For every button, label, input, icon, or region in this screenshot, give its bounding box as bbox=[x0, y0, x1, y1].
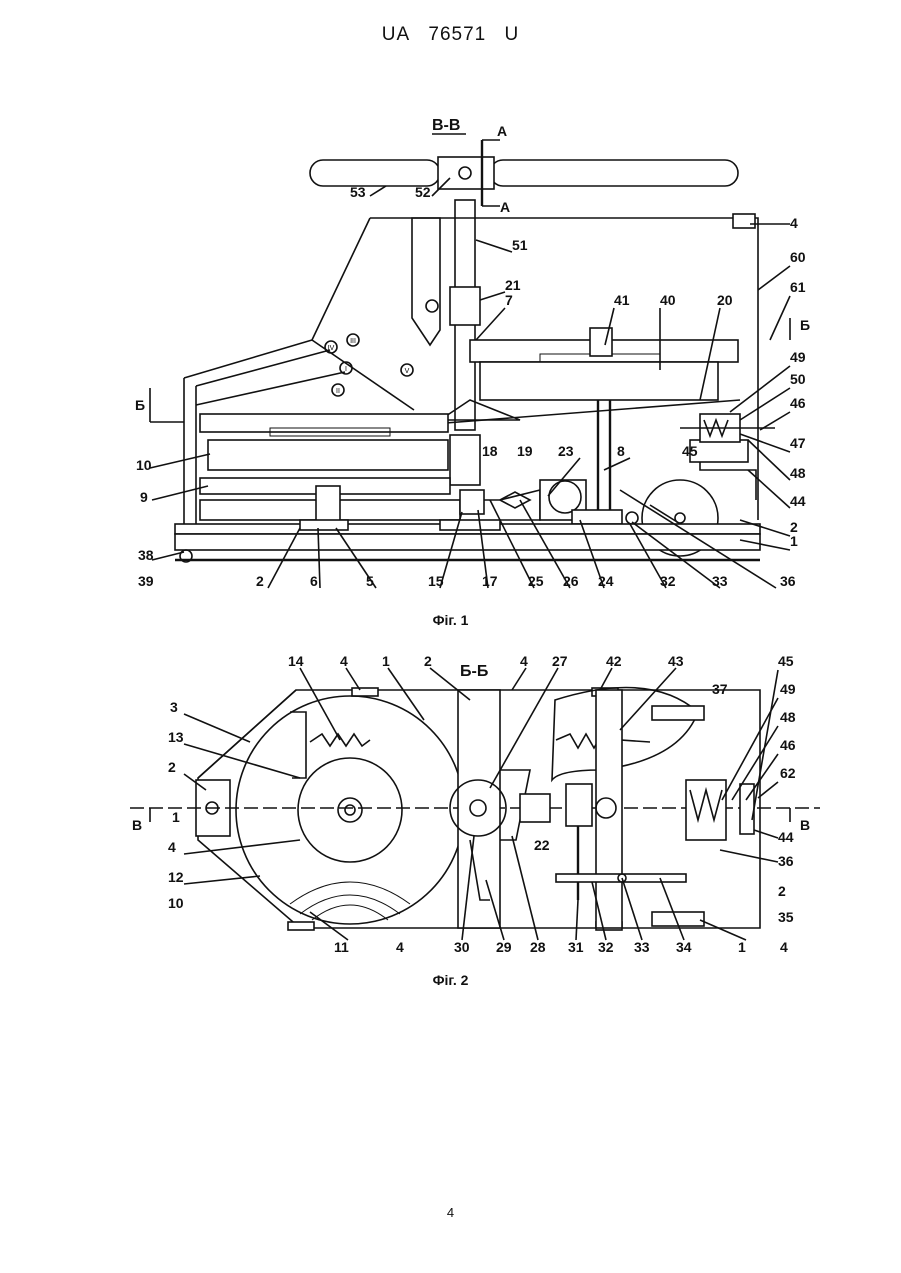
fig2-label: 22 bbox=[534, 837, 550, 853]
fig1-label: 8 bbox=[617, 443, 625, 459]
roman-marks: IVIIIIIIV bbox=[325, 300, 438, 396]
cut-b-right: B bbox=[800, 817, 810, 833]
roman-mark-label: III bbox=[350, 338, 356, 345]
fig1-label: 2 bbox=[256, 573, 264, 589]
fig2-label: 44 bbox=[778, 829, 794, 845]
fig2-label: 3 bbox=[170, 699, 178, 715]
roman-mark-label: IV bbox=[328, 345, 335, 352]
figure-1-caption: Фіг. 1 bbox=[0, 612, 901, 628]
fig1-label: 36 bbox=[780, 573, 796, 589]
fig2-label: 2 bbox=[778, 883, 786, 899]
fig2-label: 30 bbox=[454, 939, 470, 955]
cut-a-bottom: A bbox=[500, 199, 510, 215]
fig1-label: 52 bbox=[415, 184, 431, 200]
fig2-label: 2 bbox=[424, 653, 432, 669]
fig1-label: 60 bbox=[790, 249, 806, 265]
fig2-label: 42 bbox=[606, 653, 622, 669]
fig2-label: 49 bbox=[780, 681, 796, 697]
fig1-label: 4 bbox=[790, 215, 798, 231]
fig1-label: 48 bbox=[790, 465, 806, 481]
fig1-label: 17 bbox=[482, 573, 498, 589]
fig2-label: 4 bbox=[340, 653, 348, 669]
fig1-label: 40 bbox=[660, 292, 676, 308]
fig1-label: 33 bbox=[712, 573, 728, 589]
fig2-label: 4 bbox=[520, 653, 528, 669]
fig2-label: 48 bbox=[780, 709, 796, 725]
fig2-label: 27 bbox=[552, 653, 568, 669]
fig2-label: 32 bbox=[598, 939, 614, 955]
fig1-label: 53 bbox=[350, 184, 366, 200]
handle-left bbox=[310, 160, 440, 186]
section-label-fig1: B-B bbox=[432, 117, 460, 134]
fig1-label: 44 bbox=[790, 493, 806, 509]
fig1-label: 21 bbox=[505, 277, 521, 293]
fig2-label: 34 bbox=[676, 939, 692, 955]
page-number: 4 bbox=[0, 1205, 901, 1220]
fig2-label: 37 bbox=[712, 681, 728, 697]
roman-mark-label: II bbox=[336, 388, 340, 395]
disc-12 bbox=[298, 758, 402, 862]
fig1-label: 19 bbox=[517, 443, 533, 459]
fig1-label: 23 bbox=[558, 443, 574, 459]
fig2-label: 11 bbox=[334, 939, 349, 955]
fig2-label: 2 bbox=[168, 759, 176, 775]
fig2-label: 36 bbox=[778, 853, 794, 869]
section-label-fig2: Б-Б bbox=[460, 663, 488, 680]
roman-mark-label: V bbox=[405, 368, 410, 375]
fig2-label: 46 bbox=[780, 737, 796, 753]
handle-right bbox=[490, 160, 738, 186]
fig1-label: 10 bbox=[136, 457, 152, 473]
fig1-label: 50 bbox=[790, 371, 806, 387]
fig2-label: 35 bbox=[778, 909, 794, 925]
fig2-label: 43 bbox=[668, 653, 684, 669]
cut-b-left: B bbox=[132, 817, 142, 833]
fig1-label: 39 bbox=[138, 573, 154, 589]
fig1-label: 51 bbox=[512, 237, 528, 253]
fig2-label: 13 bbox=[168, 729, 184, 745]
fig1-label: 18 bbox=[482, 443, 498, 459]
fig2-label: 28 bbox=[530, 939, 546, 955]
fig2-label: 45 bbox=[778, 653, 794, 669]
disc-10 bbox=[208, 440, 448, 470]
disc-40 bbox=[480, 362, 718, 400]
fig1-label: 20 bbox=[717, 292, 733, 308]
fig1-label: 45 bbox=[682, 443, 698, 459]
fig2-label: 1 bbox=[738, 939, 746, 955]
fig2-label: 4 bbox=[168, 839, 176, 855]
fig2-label: 14 bbox=[288, 653, 304, 669]
shaft-18 bbox=[450, 435, 480, 485]
cut-b-right: Б bbox=[800, 317, 810, 333]
fig1-label: 41 bbox=[614, 292, 630, 308]
fig2-label: 10 bbox=[168, 895, 184, 911]
fig1-label: 38 bbox=[138, 547, 154, 563]
fig2-label: 4 bbox=[396, 939, 404, 955]
fig1-label: 61 bbox=[790, 279, 806, 295]
coupling-21 bbox=[450, 287, 480, 325]
fig1-label: 47 bbox=[790, 435, 806, 451]
cut-b-left: Б bbox=[135, 397, 145, 413]
handle-hub bbox=[438, 157, 494, 189]
fig2-label: 33 bbox=[634, 939, 650, 955]
disc-10-top bbox=[236, 696, 464, 924]
fig1-label: 6 bbox=[310, 573, 318, 589]
roman-mark-label: I bbox=[345, 366, 347, 373]
figure-2-drawing: Б-Б B B 14 4 1 2 4 bbox=[0, 640, 901, 980]
fig2-label: 62 bbox=[780, 765, 796, 781]
figure-2-caption: Фіг. 2 bbox=[0, 972, 901, 988]
figure-1-drawing: B-B A A bbox=[0, 0, 901, 640]
fig2-label: 1 bbox=[172, 809, 180, 825]
fig2-label: 1 bbox=[382, 653, 390, 669]
fig1-label: 9 bbox=[140, 489, 148, 505]
cut-a-top: A bbox=[497, 123, 507, 139]
fig2-label: 29 bbox=[496, 939, 512, 955]
fig1-label: 46 bbox=[790, 395, 806, 411]
fig1-label: 1 bbox=[790, 533, 798, 549]
fig2-label: 12 bbox=[168, 869, 184, 885]
fig2-label: 31 bbox=[568, 939, 584, 955]
fig1-label: 7 bbox=[505, 292, 513, 308]
fig2-label: 4 bbox=[780, 939, 788, 955]
shaft-6 bbox=[316, 486, 340, 524]
fig1-label: 49 bbox=[790, 349, 806, 365]
